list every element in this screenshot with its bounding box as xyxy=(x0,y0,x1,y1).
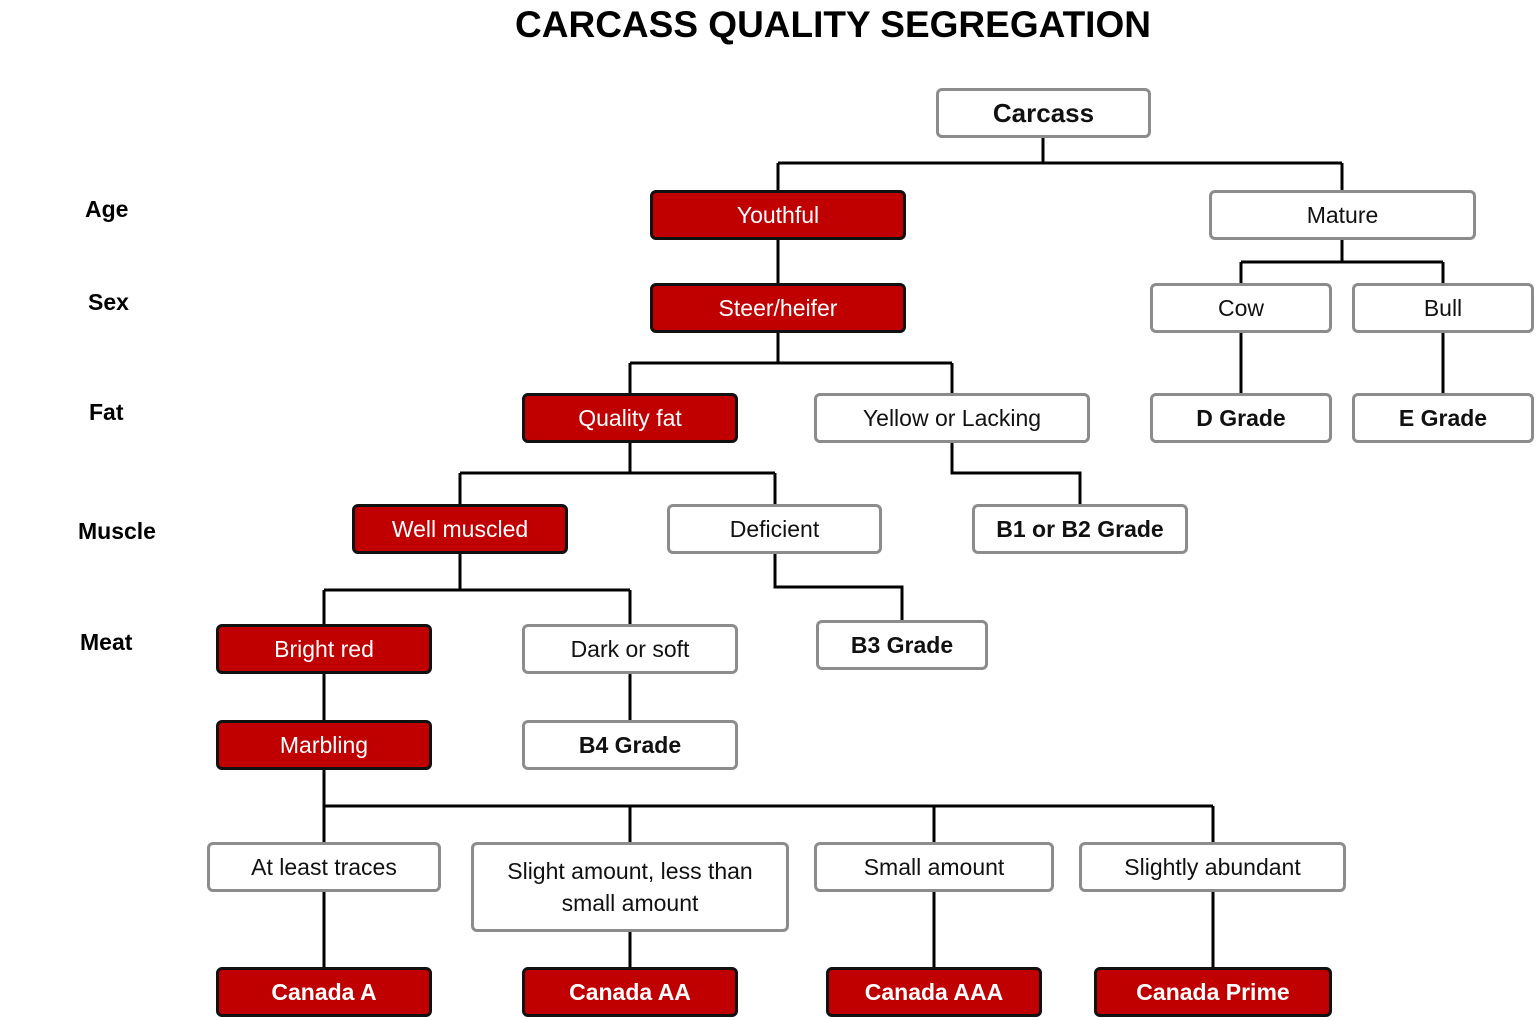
node-canada-aaa: Canada AAA xyxy=(826,967,1042,1017)
node-small-amount: Small amount xyxy=(814,842,1054,892)
level-label-muscle: Muscle xyxy=(78,518,156,544)
level-label-fat: Fat xyxy=(89,399,124,425)
node-b1-b2-grade: B1 or B2 Grade xyxy=(972,504,1188,554)
edge-steer-fat xyxy=(628,333,954,393)
diagram-title: CARCASS QUALITY SEGREGATION xyxy=(515,4,1151,45)
edge-muscle-meat xyxy=(322,554,632,624)
node-marbling: Marbling xyxy=(216,720,432,770)
node-canada-a: Canada A xyxy=(216,967,432,1017)
node-b3-grade: B3 Grade xyxy=(816,620,988,670)
level-label-sex: Sex xyxy=(88,289,129,315)
node-canada-aa: Canada AA xyxy=(522,967,738,1017)
edge-mature-sex xyxy=(1239,240,1445,283)
level-label-meat: Meat xyxy=(80,629,133,655)
node-youthful: Youthful xyxy=(650,190,906,240)
edge-yellow-b1b2 xyxy=(950,443,1082,504)
node-at-least-traces: At least traces xyxy=(207,842,441,892)
node-d-grade: D Grade xyxy=(1150,393,1332,443)
node-b4-grade: B4 Grade xyxy=(522,720,738,770)
node-bright-red: Bright red xyxy=(216,624,432,674)
node-mature: Mature xyxy=(1209,190,1476,240)
edge-fat-muscle xyxy=(458,443,777,504)
node-bull: Bull xyxy=(1352,283,1534,333)
node-e-grade: E Grade xyxy=(1352,393,1534,443)
node-quality-fat: Quality fat xyxy=(522,393,738,443)
node-canada-prime: Canada Prime xyxy=(1094,967,1332,1017)
node-cow: Cow xyxy=(1150,283,1332,333)
node-carcass: Carcass xyxy=(936,88,1151,138)
node-deficient: Deficient xyxy=(667,504,882,554)
node-slight-amount: Slight amount, less than small amount xyxy=(471,842,789,932)
edge-amounts-grades xyxy=(322,892,1215,967)
node-slightly-abundant: Slightly abundant xyxy=(1079,842,1346,892)
node-yellow-or-lacking: Yellow or Lacking xyxy=(814,393,1090,443)
level-label-age: Age xyxy=(85,196,129,222)
node-well-muscled: Well muscled xyxy=(352,504,568,554)
edge-marbling-amounts xyxy=(322,770,1215,842)
edge-deficient-b3 xyxy=(773,554,904,620)
node-steer-heifer: Steer/heifer xyxy=(650,283,906,333)
edge-carcass-age xyxy=(776,138,1344,190)
node-dark-or-soft: Dark or soft xyxy=(522,624,738,674)
